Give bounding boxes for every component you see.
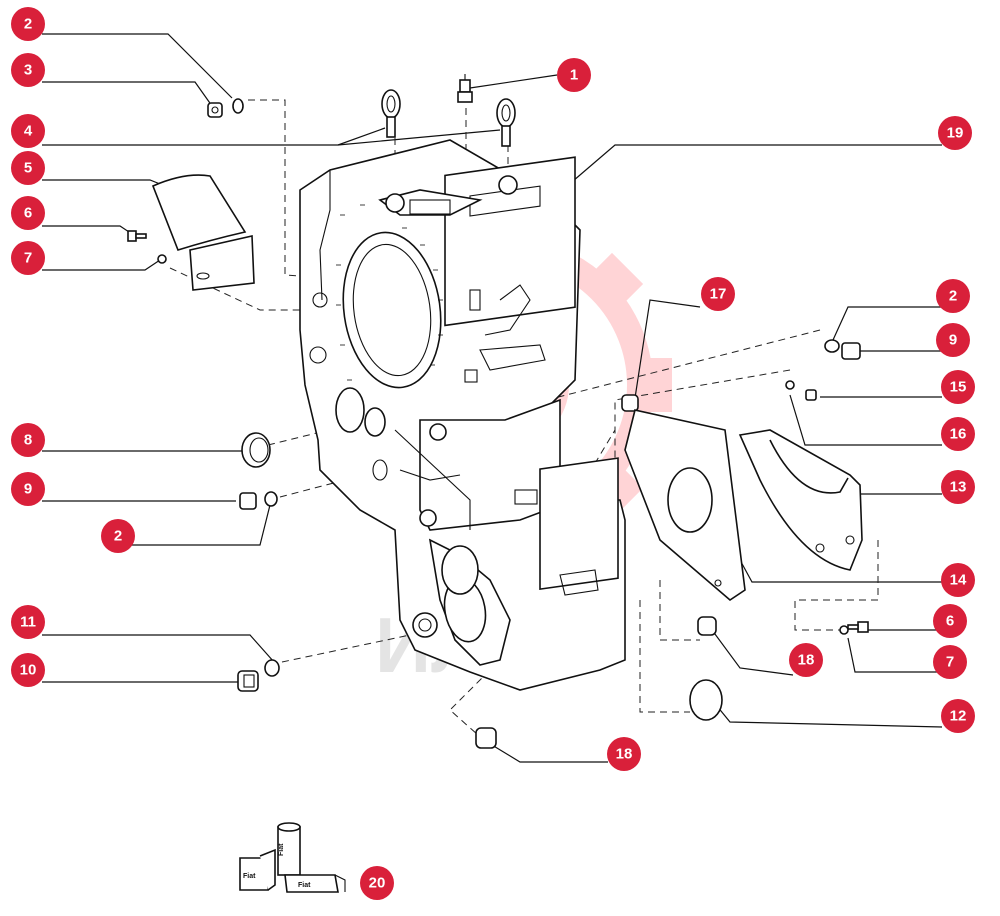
svg-text:16: 16 bbox=[950, 426, 967, 443]
eye-bolt-right-icon bbox=[496, 98, 516, 147]
svg-text:11: 11 bbox=[20, 614, 36, 631]
callout-5[interactable]: 5 bbox=[11, 151, 45, 185]
svg-text:10: 10 bbox=[20, 662, 37, 679]
callout-2-left[interactable]: 2 bbox=[101, 519, 135, 553]
plug-17-icon bbox=[621, 394, 639, 412]
svg-text:2: 2 bbox=[114, 528, 122, 545]
svg-text:9: 9 bbox=[24, 481, 32, 498]
callout-12[interactable]: 12 bbox=[941, 699, 975, 733]
callout-19[interactable]: 19 bbox=[938, 116, 972, 150]
callout-18-bottom[interactable]: 18 bbox=[607, 737, 641, 771]
plug-9-left-icon bbox=[239, 492, 257, 510]
callout-1[interactable]: 1 bbox=[557, 58, 591, 92]
cover-5-icon bbox=[151, 174, 255, 291]
svg-text:5: 5 bbox=[24, 160, 32, 177]
washer-7-right-icon bbox=[839, 625, 849, 635]
svg-text:20: 20 bbox=[369, 875, 386, 892]
plug-9-right-icon bbox=[841, 342, 861, 360]
sealant-label-right: Fiat bbox=[298, 882, 311, 889]
callout-9-right[interactable]: 9 bbox=[936, 323, 970, 357]
plug-15-icon bbox=[805, 389, 817, 401]
callout-7-left[interactable]: 7 bbox=[11, 241, 45, 275]
svg-text:8: 8 bbox=[24, 432, 32, 449]
svg-text:4: 4 bbox=[24, 123, 33, 140]
sealant-tubes-icon: Fiat Fiat Fiat bbox=[239, 822, 346, 893]
leader-lines bbox=[42, 33, 943, 763]
svg-text:6: 6 bbox=[946, 613, 954, 630]
callout-3[interactable]: 3 bbox=[11, 53, 45, 87]
callout-13[interactable]: 13 bbox=[941, 470, 975, 504]
sealant-label-left: Fiat bbox=[243, 873, 256, 880]
svg-text:19: 19 bbox=[947, 125, 964, 142]
callout-15[interactable]: 15 bbox=[941, 370, 975, 404]
callout-9-left[interactable]: 9 bbox=[11, 472, 45, 506]
svg-text:7: 7 bbox=[946, 654, 954, 671]
callout-8[interactable]: 8 bbox=[11, 423, 45, 457]
svg-text:2: 2 bbox=[949, 288, 957, 305]
cover-13-icon bbox=[738, 429, 863, 571]
breather-plug-icon bbox=[457, 74, 473, 103]
svg-text:3: 3 bbox=[24, 62, 32, 79]
svg-text:9: 9 bbox=[949, 332, 957, 349]
callout-16[interactable]: 16 bbox=[941, 417, 975, 451]
callout-17[interactable]: 17 bbox=[701, 277, 735, 311]
callouts: 1 2 2 2 3 4 5 6 6 7 7 8 9 9 10 11 12 13 … bbox=[11, 7, 975, 900]
parts: Fiat Fiat Fiat bbox=[127, 74, 869, 893]
svg-text:7: 7 bbox=[24, 250, 32, 267]
screw-6-left-icon bbox=[127, 230, 147, 242]
screw-6-right-icon bbox=[847, 621, 869, 633]
callout-6-right[interactable]: 6 bbox=[933, 604, 967, 638]
callout-6-left[interactable]: 6 bbox=[11, 196, 45, 230]
plug-18-right-icon bbox=[697, 616, 717, 636]
callout-7-right[interactable]: 7 bbox=[933, 645, 967, 679]
sealant-label-tube: Fiat bbox=[278, 843, 285, 856]
svg-text:1: 1 bbox=[570, 67, 578, 84]
callout-4[interactable]: 4 bbox=[11, 114, 45, 148]
callout-10[interactable]: 10 bbox=[11, 653, 45, 687]
cap-12-icon bbox=[689, 679, 723, 721]
svg-text:12: 12 bbox=[950, 708, 967, 725]
washer-2-top-icon bbox=[232, 98, 244, 114]
callout-2-right[interactable]: 2 bbox=[936, 279, 970, 313]
svg-text:6: 6 bbox=[24, 205, 32, 222]
callout-2-top[interactable]: 2 bbox=[11, 7, 45, 41]
plug-18-bottom-icon bbox=[475, 727, 497, 749]
washer-2-left-icon bbox=[264, 491, 278, 507]
washer-7-left-icon bbox=[157, 254, 167, 264]
gasket-plate-icon bbox=[624, 409, 746, 602]
ring-16-icon bbox=[785, 380, 795, 390]
transmission-housing bbox=[299, 139, 626, 691]
callout-14[interactable]: 14 bbox=[941, 563, 975, 597]
svg-text:17: 17 bbox=[710, 286, 727, 303]
svg-text:2: 2 bbox=[24, 16, 32, 33]
svg-text:13: 13 bbox=[950, 479, 967, 496]
svg-text:14: 14 bbox=[950, 572, 967, 589]
eye-bolt-left-icon bbox=[381, 89, 401, 138]
svg-text:18: 18 bbox=[798, 652, 815, 669]
plug-8-icon bbox=[241, 432, 271, 468]
callout-20[interactable]: 20 bbox=[360, 866, 394, 900]
washer-2-right-icon bbox=[824, 339, 840, 353]
plug-3-icon bbox=[207, 102, 223, 118]
svg-text:15: 15 bbox=[950, 379, 967, 396]
callout-11[interactable]: 11 bbox=[11, 605, 45, 639]
svg-text:18: 18 bbox=[616, 746, 633, 763]
plug-10-icon bbox=[237, 670, 259, 692]
washer-11-icon bbox=[264, 659, 280, 677]
callout-18-right[interactable]: 18 bbox=[789, 643, 823, 677]
